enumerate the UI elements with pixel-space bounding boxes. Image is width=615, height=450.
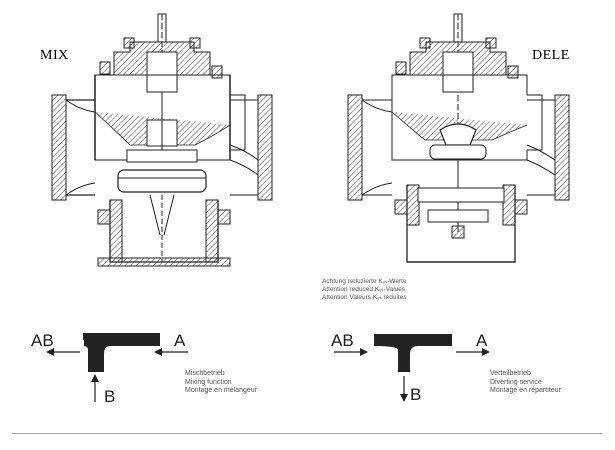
diverting-flow-schematic: [334, 334, 490, 402]
mix-caption-fr: Montage en mélangeur: [185, 387, 257, 394]
mixing-flow-schematic: [46, 333, 188, 402]
bottom-divider: [12, 433, 602, 434]
dele-caption: Verteilbetrieb Diverting service Montage…: [490, 370, 561, 396]
mix-caption: Mischbetrieb Mixing function Montage en …: [185, 370, 257, 396]
mix-valve-section: [51, 13, 273, 267]
dele-caption-fr: Montage en répartiteur: [490, 387, 561, 394]
kvs-note-line-fr: Attention Valeurs Kᵥₛ réduites: [322, 294, 407, 301]
mix-heading: MIX: [40, 48, 69, 63]
dele-valve-section: [347, 13, 570, 263]
kvs-note-line-en: Attention reduced Kᵥₛ-Values: [322, 286, 406, 293]
kvs-note: Achtung reduzierte Kᵥₛ-Werte Attention r…: [322, 278, 407, 302]
mix-port-b-label: B: [104, 387, 116, 406]
mix-caption-de: Mischbetrieb: [185, 370, 225, 377]
dele-port-b-label: B: [410, 385, 422, 404]
dele-heading: DELE: [532, 48, 570, 63]
kvs-note-line-de: Achtung reduzierte Kᵥₛ-Werte: [322, 278, 407, 285]
dele-caption-en: Diverting service: [490, 378, 542, 386]
mix-port-ab-label: AB: [31, 331, 54, 350]
dele-port-a-label: A: [476, 331, 488, 350]
dele-port-ab-label: AB: [331, 331, 354, 350]
mix-port-a-label: A: [174, 331, 186, 350]
mix-caption-en: Mixing function: [185, 378, 232, 386]
dele-caption-de: Verteilbetrieb: [490, 370, 531, 377]
